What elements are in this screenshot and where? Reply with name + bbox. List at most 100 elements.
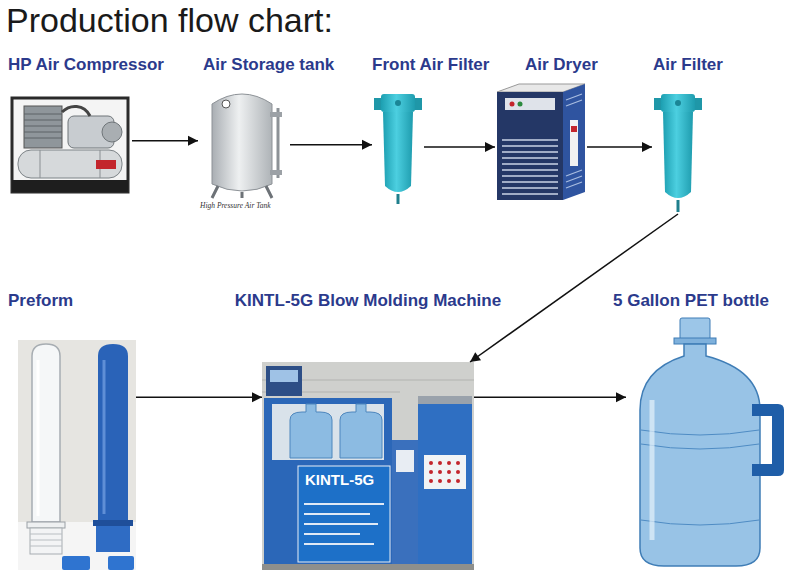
air-dryer-illustration-part: [570, 120, 578, 166]
flow-arrow: [132, 136, 198, 146]
heater-dots-part: [438, 461, 442, 465]
preform-photo-illustration-part: [32, 344, 60, 522]
air-compressor-illustration-part: [24, 114, 62, 138]
equipment-node: Preform: [18, 340, 136, 570]
equipment-node: Air Filter: [652, 92, 704, 214]
heater-dots-part: [447, 479, 451, 483]
front-filter-illustration-part: [395, 100, 401, 106]
blow-molding-machine-illustration-part: [418, 396, 472, 404]
equipment-name: Air Dryer: [525, 55, 598, 75]
heater-dots-part: [447, 461, 451, 465]
flow-arrow: [424, 142, 495, 152]
blow-molding-machine-illustration-part: [264, 398, 392, 570]
arrow-head: [485, 142, 495, 152]
air-compressor-illustration-part: [102, 122, 122, 142]
arrow-head: [642, 142, 652, 152]
arrow-line: [290, 144, 372, 146]
front-filter-illustration-part: [414, 98, 422, 110]
preform-photo-illustration-part: [30, 534, 62, 546]
equipment-node: Air Dryer: [495, 84, 587, 202]
pet-bottle-illustration-part: [674, 338, 716, 344]
flow-arrow: [587, 142, 652, 152]
air-dryer-illustration-part: [497, 92, 563, 200]
air-dryer-illustration-part: [566, 94, 582, 188]
pet-bottle-illustration-part: [752, 404, 784, 476]
front-filter-illustration-part: [383, 112, 413, 192]
front-filter-illustration-part: [397, 194, 400, 204]
arrow-head: [252, 392, 262, 402]
air-dryer-illustration-part: [563, 84, 585, 200]
blow-molding-machine-illustration-part: [418, 404, 472, 570]
heater-dots-part: [456, 470, 460, 474]
air-compressor-illustration-part: [12, 98, 128, 192]
flow-arrow: [470, 214, 678, 362]
equipment-node: Front Air Filter: [372, 92, 424, 204]
preform-photo-illustration-part: [18, 340, 136, 570]
machine-brand-text: KINTL-5G: [305, 471, 374, 489]
tank-caption: High Pressure Air Tank: [200, 201, 271, 210]
heater-dots-part: [456, 479, 460, 483]
equipment-name: KINTL-5G Blow Molding Machine: [235, 291, 501, 311]
equipment-name: Front Air Filter: [372, 55, 489, 75]
air-tank-illustration-part: [212, 94, 272, 191]
end-filter-illustration-part: [677, 200, 680, 212]
end-filter-illustration-part: [661, 94, 695, 112]
blow-molding-machine-illustration-part: [392, 440, 418, 570]
air-compressor-illustration-part: [18, 150, 122, 178]
heater-dots: [429, 461, 460, 483]
arrow-line: [470, 214, 678, 362]
pet-bottle-illustration-part: [640, 344, 760, 566]
preform-photo-illustration-part: [62, 556, 90, 570]
air-compressor-illustration-part: [62, 106, 90, 116]
blow-molding-machine-illustration-part: [266, 366, 302, 396]
end-filter-illustration-part: [654, 98, 662, 110]
end-filter-illustration-part: [694, 98, 702, 110]
air-compressor-illustration-part: [96, 160, 116, 169]
front-filter-illustration-part: [381, 94, 415, 112]
front-filter-illustration: [374, 94, 422, 204]
equipment-name: Air Storage tank: [203, 55, 334, 75]
air-dryer-illustration-part: [510, 102, 515, 107]
equipment-node: KINTL-5G Blow Molding Machine: [262, 362, 474, 570]
heater-dots-part: [429, 461, 433, 465]
heater-dots-part: [456, 461, 460, 465]
air-compressor-illustration-part: [12, 180, 128, 192]
pet-bottle-illustration-part: [650, 400, 655, 540]
heater-dots-part: [438, 479, 442, 483]
preform-photo-illustration-part: [98, 344, 128, 520]
flow-arrow: [136, 392, 262, 402]
end-filter-illustration-part: [663, 112, 693, 198]
end-filter-illustration-part: [675, 100, 681, 106]
pet-bottle-illustration: [640, 318, 784, 566]
heater-dots-part: [447, 470, 451, 474]
air-tank-illustration-part: [277, 108, 280, 178]
equipment-node: HP Air Compressor: [10, 90, 132, 198]
equipment-name: 5 Gallon PET bottle: [613, 291, 769, 311]
blow-molding-machine-illustration: [262, 362, 474, 570]
heater-dots-part: [429, 470, 433, 474]
heater-dots-part: [429, 479, 433, 483]
air-dryer-illustration-part: [502, 140, 558, 194]
blow-molding-machine-illustration-part: [304, 504, 384, 544]
flow-arrow: [290, 140, 372, 150]
equipment-name: Air Filter: [653, 55, 723, 75]
chart-title: Production flow chart:: [6, 0, 333, 40]
preform-photo-illustration-part: [108, 556, 134, 570]
end-filter-illustration: [654, 94, 702, 212]
pet-bottle-illustration-part: [680, 318, 710, 340]
preform-photo-illustration-part: [93, 520, 133, 526]
preform-photo-illustration-part: [27, 522, 65, 528]
air-compressor-illustration-part: [24, 106, 62, 148]
air-tank-illustration-part: [270, 170, 282, 175]
equipment-name: Preform: [8, 291, 73, 311]
air-tank-illustration: [212, 94, 282, 198]
preform-photo-illustration-part: [18, 522, 136, 570]
blow-molding-machine-illustration-part: [340, 404, 382, 458]
blow-molding-machine-illustration-part: [270, 370, 298, 382]
blow-molding-machine-illustration-part: [396, 450, 414, 472]
preform-photo-illustration-part: [103, 360, 106, 514]
air-tank-illustration-part: [222, 100, 230, 108]
